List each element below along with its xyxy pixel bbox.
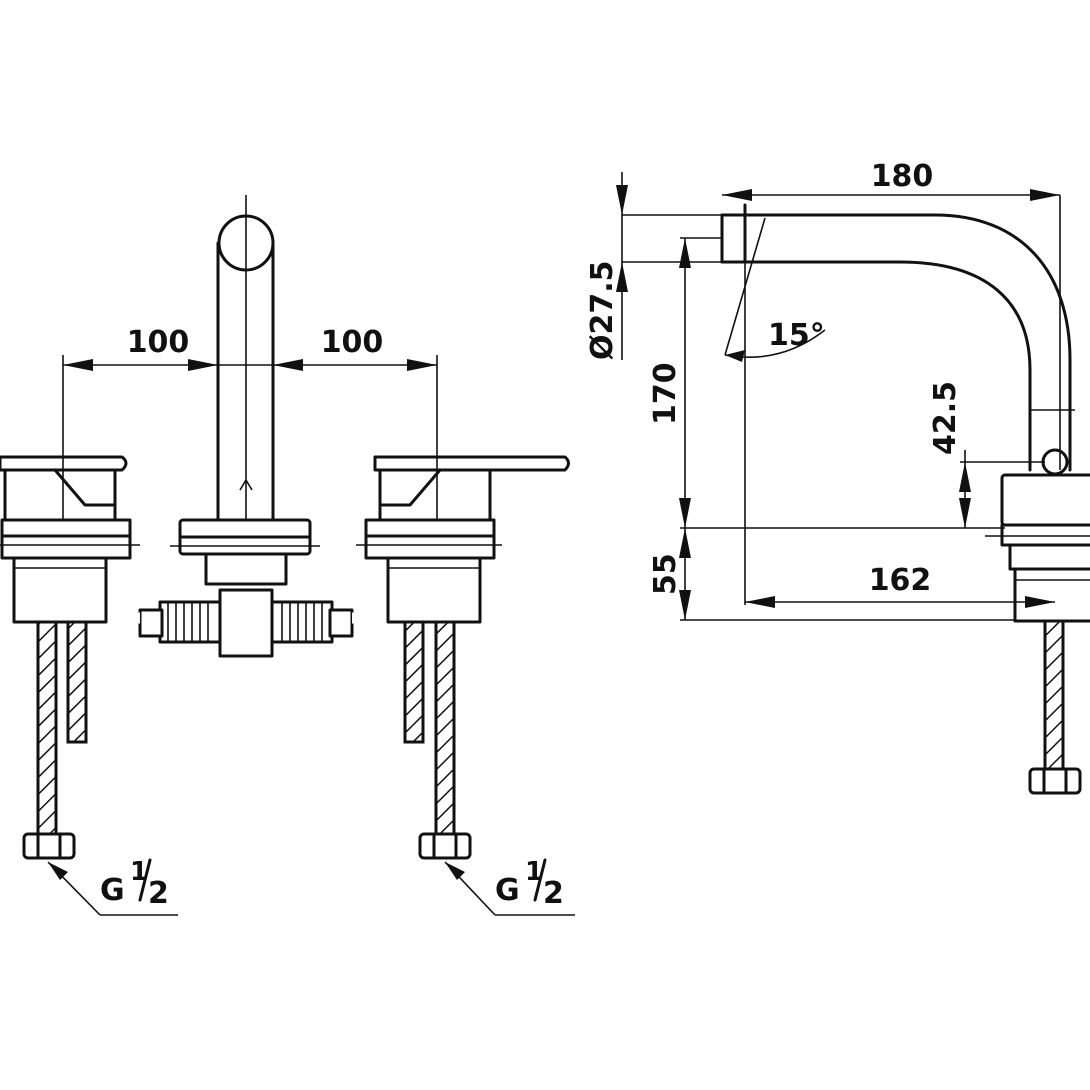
thread-letter: G	[100, 873, 125, 908]
cross-connector	[138, 600, 354, 644]
dim-label-depth: 162	[869, 563, 932, 598]
thread-denominator: 2	[543, 876, 564, 911]
thread-callout-right: G 1 2	[444, 857, 575, 916]
thread-letter: G	[495, 873, 520, 908]
handle-right	[356, 455, 570, 624]
hose-left-loop	[74, 612, 141, 801]
thread-callout-left: G 1 2	[47, 857, 178, 916]
dim-label-lever: 42.5	[928, 381, 963, 455]
dim-label-reach: 180	[871, 159, 934, 194]
dimension-angle: 15°	[724, 217, 826, 605]
supply-hoses-front	[22, 620, 472, 860]
side-spout	[720, 203, 1075, 476]
dimension-reach: 180	[722, 159, 1061, 470]
thread-numerator: 1	[130, 857, 148, 887]
dim-label-angle: 15°	[768, 318, 825, 353]
dim-label-base: 55	[648, 553, 683, 595]
spout	[216, 195, 275, 522]
dimension-depth: 162	[745, 563, 1055, 608]
dimension-spout-height: 170	[648, 237, 722, 528]
thread-denominator: 2	[148, 876, 169, 911]
dim-label-diameter: Ø27.5	[585, 260, 620, 360]
dimension-base: 55	[648, 527, 1015, 621]
side-view: 180 Ø27.5 15° 170	[585, 159, 1090, 795]
dim-label-left-100: 100	[127, 325, 190, 360]
thread-numerator: 1	[525, 857, 543, 887]
dimension-centers: 100 100	[62, 325, 438, 520]
hose-right-loop	[351, 612, 416, 801]
dimension-lever: 42.5	[928, 381, 1045, 528]
front-view: 100 100 G 1 2 G 1 2	[0, 195, 575, 916]
spout-base	[170, 518, 320, 658]
side-base	[985, 473, 1090, 795]
handle-left	[0, 455, 140, 624]
dimension-diameter: Ø27.5	[585, 172, 722, 360]
dim-label-right-100: 100	[321, 325, 384, 360]
dim-label-spout-height: 170	[648, 362, 683, 425]
